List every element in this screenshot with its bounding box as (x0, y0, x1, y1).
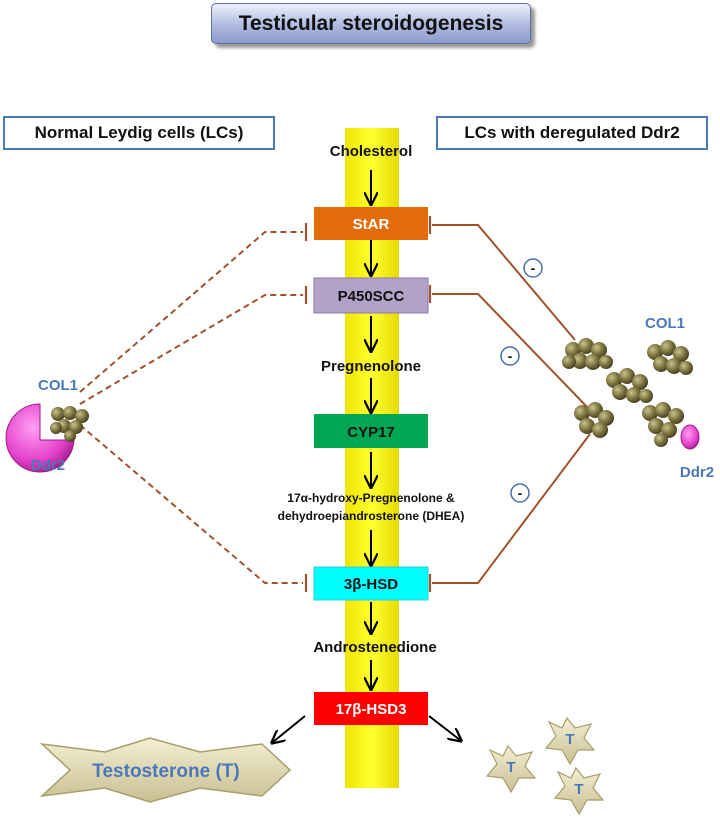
svg-text:T: T (574, 781, 583, 798)
androstenedione-label: Androstenedione (313, 639, 436, 656)
pregnenolone-label: Pregnenolone (321, 358, 421, 375)
left-col1-label: COL1 (38, 377, 78, 394)
star-enzyme-box (314, 207, 428, 240)
p450scc-label: P450SCC (338, 288, 405, 305)
minus-sign-2: - (500, 346, 520, 366)
testosterone-star-1: T (544, 716, 596, 766)
intermediate-label-line2: dehydroepiandrosterone (DHEA) (278, 509, 465, 523)
star-label: StAR (353, 216, 390, 233)
svg-text:T: T (506, 759, 515, 776)
svg-text:-: - (508, 348, 513, 364)
cholesterol-label: Cholesterol (330, 143, 413, 160)
p450scc-enzyme-box (313, 277, 429, 314)
hsd17b3-enzyme-box (314, 692, 428, 725)
testosterone-star-2: T (485, 744, 537, 794)
right-col1-clusters (562, 338, 693, 447)
testosterone-banner: Testosterone (T) (39, 737, 292, 803)
left-ddr2-label: Ddr2 (31, 457, 65, 474)
svg-text:-: - (518, 485, 523, 501)
testosterone-star-3: T (553, 766, 605, 816)
left-col1-cluster (50, 406, 89, 442)
right-panel-heading: LCs with deregulated Ddr2 (436, 116, 708, 150)
deregulated-inhibition-lines (432, 224, 591, 584)
minus-sign-1: - (523, 258, 543, 278)
left-ddr2-receptor (5, 403, 75, 473)
svg-text:T: T (565, 731, 574, 748)
right-ddr2-label: Ddr2 (680, 464, 714, 481)
left-panel-heading: Normal Leydig cells (LCs) (3, 116, 275, 150)
hsd3b-label: 3β-HSD (344, 576, 398, 593)
hsd3b-enzyme-box (313, 566, 429, 601)
minus-sign-3: - (510, 483, 530, 503)
svg-text:-: - (531, 260, 536, 276)
pathway-arrows (273, 170, 460, 742)
intermediate-label-line1: 17α-hydroxy-Pregnenolone & (287, 491, 455, 505)
cyp17-label: CYP17 (347, 424, 395, 441)
normal-inhibition-lines (79, 231, 303, 584)
diagram-title: Testicular steroidogenesis (211, 3, 531, 44)
hsd17b3-label: 17β-HSD3 (336, 701, 407, 718)
right-col1-label: COL1 (645, 315, 685, 332)
right-ddr2-receptor (680, 424, 700, 450)
cyp17-enzyme-box (314, 414, 428, 448)
testosterone-label: Testosterone (T) (92, 761, 239, 782)
